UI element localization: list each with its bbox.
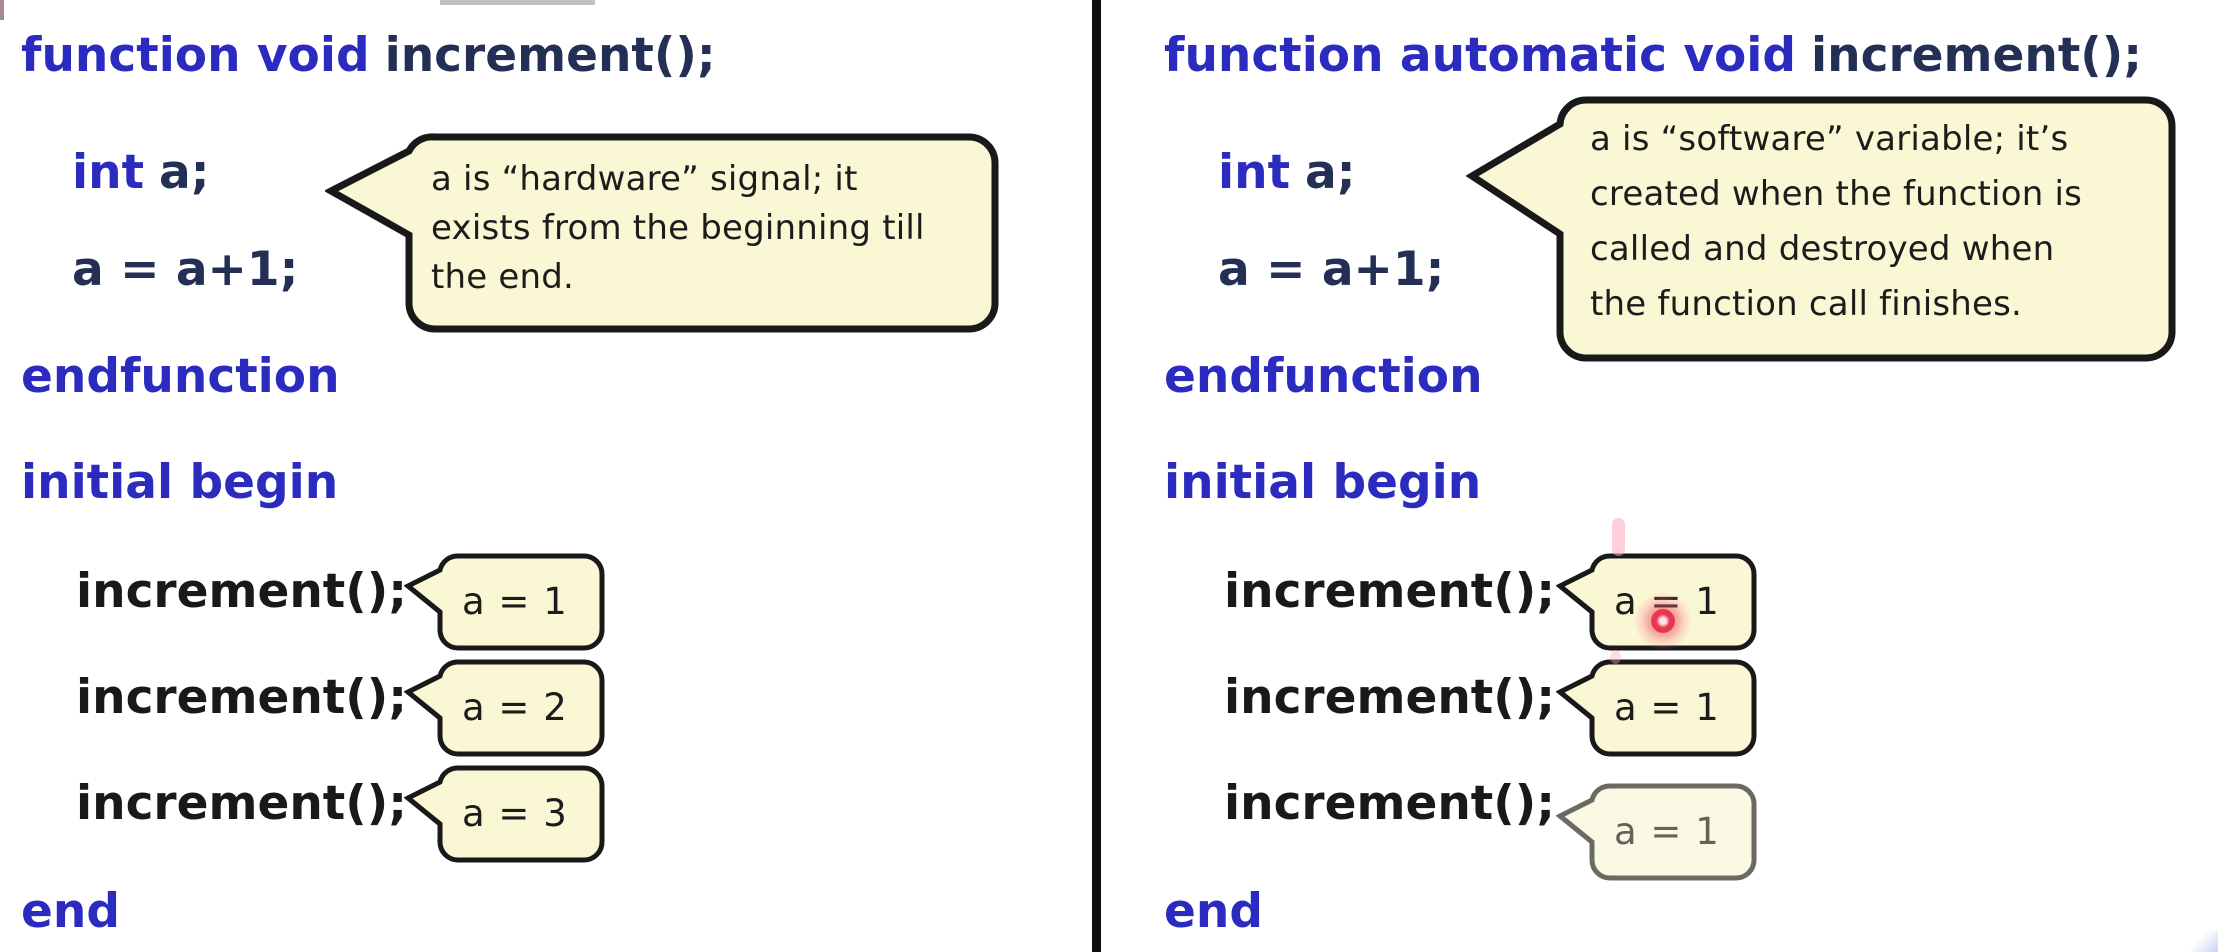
right-int-var: a; <box>1305 145 1356 200</box>
left-result-bubble-1: a = 1 <box>404 552 614 656</box>
note-line: a is “software” variable; it’s <box>1590 119 2069 159</box>
right-int-keyword: int <box>1218 145 1291 200</box>
left-call-3: increment(); <box>76 776 408 831</box>
speech-bubble-shape <box>1466 96 2176 362</box>
left-note-bubble: a is “hardware” signal; it exists from t… <box>325 133 1005 333</box>
right-header-name: increment(); <box>1811 28 2143 83</box>
video-edge-artifact <box>0 0 4 20</box>
right-initial-begin: initial begin <box>1164 455 1482 510</box>
right-int-declaration: int a; <box>1218 147 1356 199</box>
left-result-1: a = 1 <box>462 580 568 623</box>
left-call-1: increment(); <box>76 564 408 619</box>
left-result-2: a = 2 <box>462 686 568 729</box>
right-result-bubble-3: a = 1 <box>1556 782 1766 886</box>
video-edge-artifact <box>2190 930 2218 952</box>
note-line: the end. <box>431 257 575 297</box>
left-call-2: increment(); <box>76 670 408 725</box>
note-line: exists from the beginning till <box>431 208 925 248</box>
right-call-2: increment(); <box>1224 670 1556 725</box>
left-endfunction: endfunction <box>21 349 340 404</box>
right-result-3: a = 1 <box>1614 810 1720 853</box>
speech-bubble-shape <box>1556 659 1757 757</box>
left-initial-begin: initial begin <box>21 455 339 510</box>
left-int-keyword: int <box>72 145 145 200</box>
right-note-bubble: a is “software” variable; it’s created w… <box>1466 96 2182 362</box>
right-call-3: increment(); <box>1224 776 1556 831</box>
speech-bubble-shape <box>404 659 605 757</box>
note-line: a is “hardware” signal; it <box>431 159 858 199</box>
right-header-keywords: function automatic void <box>1164 28 1797 83</box>
note-line: created when the function is <box>1590 174 2083 214</box>
left-int-var: a; <box>159 145 210 200</box>
note-line: called and destroyed when <box>1590 229 2055 269</box>
left-note-text: a is “hardware” signal; it exists from t… <box>431 155 925 302</box>
panel-divider <box>1092 0 1101 952</box>
right-function-header: function automatic void increment(); <box>1164 30 2142 82</box>
right-note-text: a is “software” variable; it’s created w… <box>1590 112 2082 332</box>
speech-bubble-shape <box>404 553 605 651</box>
laser-trail-smear <box>1610 650 1621 664</box>
right-call-1: increment(); <box>1224 564 1556 619</box>
right-endfunction: endfunction <box>1164 349 1483 404</box>
laser-trail-smear <box>1612 518 1625 556</box>
left-int-declaration: int a; <box>72 147 210 199</box>
left-function-header: function void increment(); <box>21 30 716 82</box>
speech-bubble-shape <box>1556 783 1757 881</box>
speech-bubble-shape <box>325 133 999 333</box>
laser-pointer-dot <box>1651 609 1675 633</box>
note-line: the function call finishes. <box>1590 284 2023 324</box>
right-assignment: a = a+1; <box>1218 242 1445 297</box>
speech-bubble-shape <box>404 765 605 863</box>
left-result-bubble-2: a = 2 <box>404 658 614 762</box>
right-result-2: a = 1 <box>1614 686 1720 729</box>
right-result-bubble-2: a = 1 <box>1556 658 1766 762</box>
right-end: end <box>1164 884 1263 939</box>
left-header-name: increment(); <box>384 28 716 83</box>
video-edge-artifact <box>440 0 595 5</box>
left-assignment: a = a+1; <box>72 242 299 297</box>
left-header-keywords: function void <box>21 28 370 83</box>
left-result-3: a = 3 <box>462 792 568 835</box>
left-result-bubble-3: a = 3 <box>404 764 614 868</box>
left-end: end <box>21 884 120 939</box>
